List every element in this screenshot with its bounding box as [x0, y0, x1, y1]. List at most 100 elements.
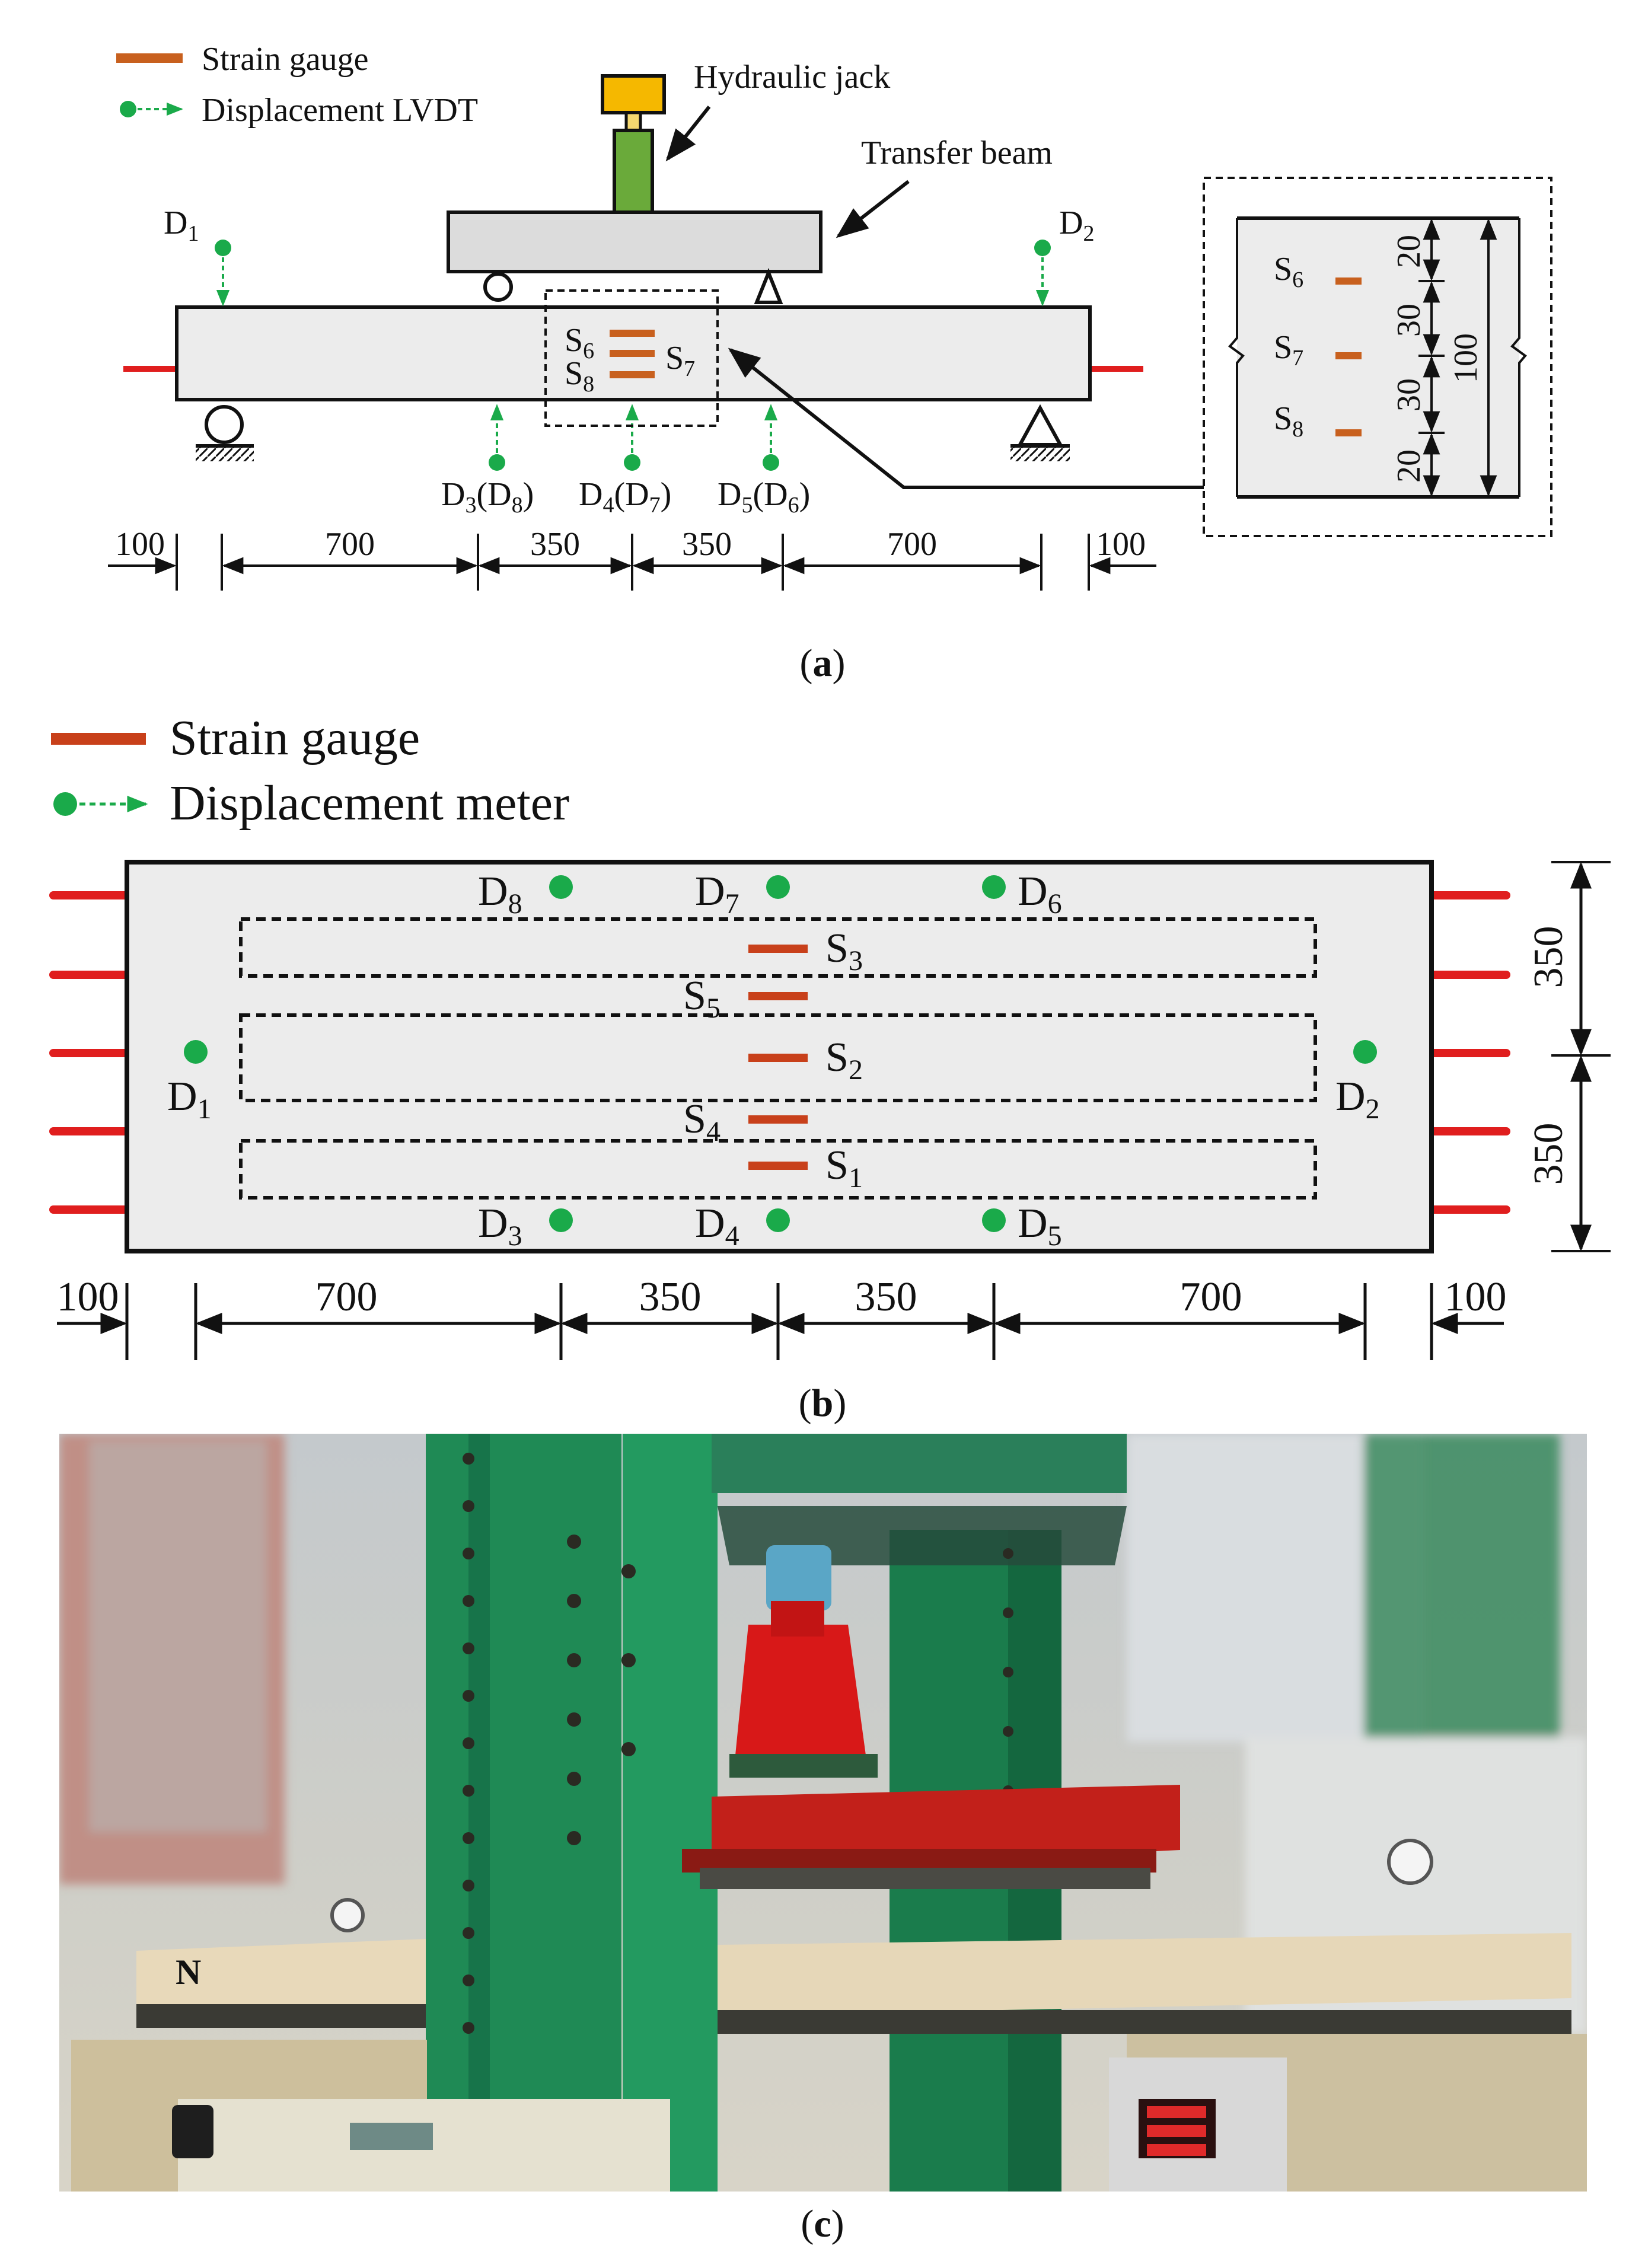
dimension-line-a — [108, 534, 1156, 591]
strain-gauges-plan — [748, 945, 808, 1170]
transfer-beam-pointer-arrow — [836, 180, 910, 238]
legend-b-disp-dot — [53, 792, 77, 816]
dim-a-100-left: 100 — [115, 526, 165, 563]
hollow-core-2 — [239, 1013, 1317, 1102]
label-b-s4: S4 — [683, 1096, 721, 1147]
legend-strain-label: Strain gauge — [202, 41, 368, 78]
dim-a-350-left: 350 — [530, 526, 580, 563]
label-b-d4: D4 — [695, 1201, 739, 1252]
label-b-d8: D8 — [478, 869, 522, 920]
label-b-s3: S3 — [825, 926, 863, 977]
label-b-s2: S2 — [825, 1035, 863, 1086]
detail-dim-30-lower: 30 — [1391, 378, 1427, 412]
detail-dim-30-upper: 30 — [1391, 304, 1427, 337]
label-b-d6: D6 — [1018, 869, 1062, 920]
label-b-d1: D1 — [167, 1074, 212, 1125]
panel-a: Strain gauge Displacement LVDT Hydraulic… — [108, 41, 1552, 685]
detail-label-s6: S6 — [1274, 251, 1303, 292]
photo-dial-gauge-right — [1387, 1839, 1433, 1885]
left-support-hatch — [196, 447, 254, 461]
label-d1: D1 — [164, 205, 199, 246]
dim-b-700-left: 700 — [315, 1274, 378, 1320]
transfer-beam-label: Transfer beam — [861, 135, 1053, 171]
jack-head — [601, 74, 666, 114]
label-d5: D5(D6) — [718, 476, 810, 518]
dim-a-350-right: 350 — [682, 526, 732, 563]
dim-b-350-right: 350 — [855, 1274, 917, 1320]
dim-a-700-right: 700 — [887, 526, 937, 563]
lvdt-d1 — [215, 240, 231, 307]
dim-a-100-right: 100 — [1096, 526, 1146, 563]
photo-background-blur — [59, 1434, 1587, 2034]
hydraulic-jack — [601, 74, 666, 214]
dimension-line-b — [57, 1283, 1504, 1360]
midspan-detail-box — [544, 289, 719, 427]
jack-neck — [624, 111, 642, 132]
lvdt-d5 — [763, 404, 779, 471]
side-dim-350-top: 350 — [1526, 926, 1571, 988]
dim-b-100-right: 100 — [1445, 1274, 1507, 1320]
dim-a-700-left: 700 — [325, 526, 375, 563]
detail-dim-total: 100 — [1448, 333, 1484, 383]
dim-b-700-right: 700 — [1180, 1274, 1242, 1320]
hollow-core-3 — [239, 1139, 1317, 1200]
lvdt-d2 — [1034, 240, 1051, 307]
legend-b-disp-label: Displacement meter — [170, 776, 569, 831]
label-d3: D3(D8) — [441, 476, 534, 518]
caption-a: (a) — [800, 642, 846, 685]
photo-load-cell — [766, 1545, 831, 1610]
label-b-d2: D2 — [1335, 1074, 1380, 1125]
right-pin-support — [1016, 404, 1064, 446]
photo-slab-mark: N — [176, 1953, 201, 1992]
label-b-s5: S5 — [683, 973, 721, 1024]
frame-top-beam — [712, 1434, 1127, 1493]
right-support-hatch — [1010, 447, 1070, 461]
panel-c-photo: N (c) — [59, 1434, 1587, 2245]
legend-lvdt-label: Displacement LVDT — [202, 92, 478, 129]
dim-b-100-left: 100 — [57, 1274, 119, 1320]
frame-holes — [463, 1453, 1013, 2034]
photo-slab-left — [136, 1939, 426, 2016]
strain-gauge-detail-inset — [1203, 177, 1552, 537]
detail-label-s8: S8 — [1274, 400, 1303, 442]
detail-label-s7: S7 — [1274, 329, 1303, 371]
detail-dim-20-bottom: 20 — [1391, 449, 1427, 483]
legend-b-strain-label: Strain gauge — [170, 710, 420, 765]
label-b-d7: D7 — [695, 869, 739, 920]
legend-lvdt-dot — [120, 101, 136, 117]
label-b-s1: S1 — [825, 1143, 863, 1194]
detail-pointer-arrow — [728, 347, 1204, 489]
displacement-meters-plan — [184, 875, 1377, 1232]
label-s6: S6 — [565, 322, 594, 363]
panel-b: Strain gauge Displacement meter — [49, 710, 1611, 1425]
beam-roller-support — [483, 272, 513, 302]
label-s8: S8 — [565, 355, 594, 397]
left-roller-support — [205, 405, 244, 444]
side-dimension-b — [1551, 861, 1611, 1252]
lvdt-d3 — [489, 404, 505, 471]
lvdt-d4 — [624, 404, 640, 471]
photo-dial-gauge-left — [330, 1898, 365, 1932]
detail-dim-20-top: 20 — [1391, 235, 1427, 268]
photo-hydraulic-jack — [735, 1625, 866, 1755]
side-dim-350-bottom: 350 — [1526, 1123, 1571, 1185]
label-b-d3: D3 — [478, 1201, 522, 1252]
caption-b: (b) — [799, 1382, 847, 1425]
hollow-core-1 — [239, 917, 1317, 978]
frame-left-column — [426, 1434, 621, 2192]
label-s7: S7 — [665, 340, 695, 381]
hydraulic-jack-label: Hydraulic jack — [694, 59, 890, 95]
rebar-stubs-plan — [49, 891, 1510, 1214]
jack-piston — [613, 129, 654, 214]
label-d2: D2 — [1059, 205, 1094, 246]
transfer-beam — [447, 210, 823, 273]
jack-pointer-arrow — [665, 106, 711, 162]
label-d4: D4(D7) — [579, 476, 671, 518]
beam-pin-support — [754, 267, 783, 304]
photo-slab-right — [718, 1933, 1571, 2016]
dim-b-350-left: 350 — [639, 1274, 702, 1320]
caption-c: (c) — [801, 2202, 844, 2245]
label-b-d5: D5 — [1018, 1201, 1062, 1252]
legend-a: Strain gauge Displacement LVDT — [116, 41, 478, 129]
